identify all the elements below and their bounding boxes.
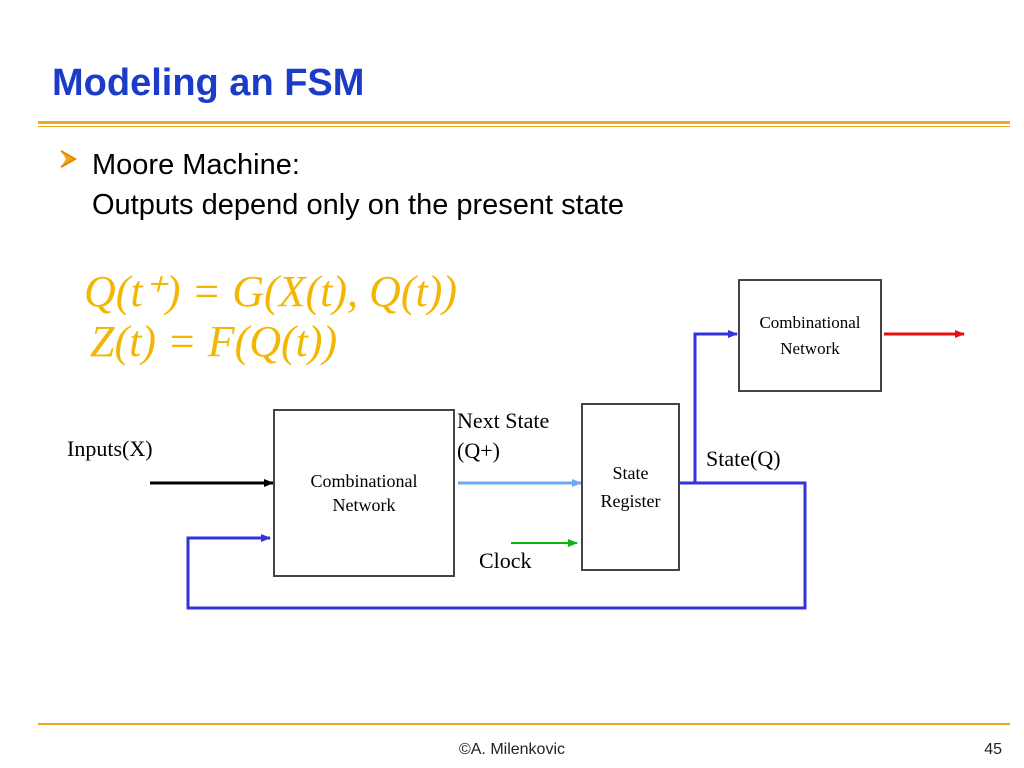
bullet-line-1: Moore Machine: (92, 149, 300, 181)
arrow-bullet-icon (60, 150, 78, 168)
state-label: State(Q) (706, 446, 781, 471)
box-label-line: Combinational (759, 312, 861, 332)
box-label-line: Network (332, 495, 396, 515)
bullet-line-2: Outputs depend only on the present state (92, 189, 625, 221)
box-label-line: Register (600, 491, 661, 511)
box-label-line: State (612, 463, 649, 483)
slide-title: Modeling an FSM (52, 62, 365, 104)
state-register: State Register (581, 403, 680, 571)
state-to-output-wire (693, 330, 738, 483)
bullet-text: Moore Machine: Outputs depend only on th… (92, 145, 792, 225)
clock-label: Clock (479, 548, 532, 573)
output-equation: Z(t) = F(Q(t)) (90, 317, 338, 366)
page-number: 45 (984, 741, 1002, 758)
box-label-line: Network (780, 338, 840, 358)
footer-rule (38, 723, 1010, 725)
next-state-label-line: (Q+) (457, 438, 500, 463)
state-feedback-wire (186, 481, 807, 610)
next-state-label: Next State (Q+) (457, 406, 549, 466)
footer-author: ©A. Milenkovic (458, 741, 566, 758)
next-state-equation: Q(t⁺) = G(X(t), Q(t)) (84, 267, 458, 316)
next-state-label-line: Next State (457, 408, 550, 433)
title-rule (38, 121, 1010, 124)
inputs-label: Inputs(X) (67, 436, 153, 461)
output-combinational-network: Combinational Network (738, 279, 882, 392)
input-combinational-network: Combinational Network (273, 409, 455, 577)
title-rule-thin (38, 126, 1010, 127)
box-label-line: Combinational (310, 471, 418, 491)
